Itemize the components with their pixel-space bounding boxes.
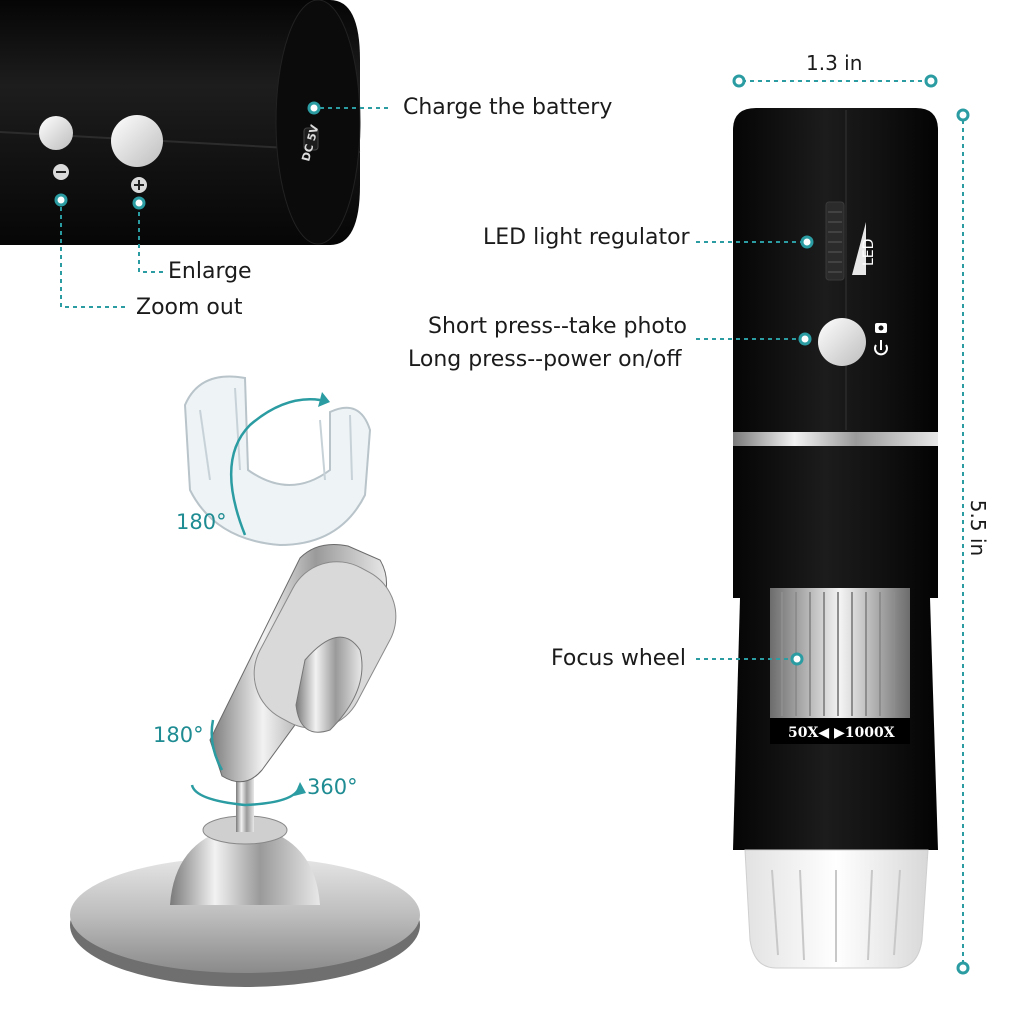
- holder-cradle: [183, 375, 372, 547]
- enlarge-callout: Enlarge: [168, 259, 252, 284]
- charge-callout: Charge the battery: [403, 95, 613, 120]
- width-dimension: 1.3 in: [806, 51, 863, 75]
- short-press-callout: Short press--take photo: [428, 314, 687, 339]
- dim-height-end-dot: [956, 961, 970, 975]
- focus-dot: [790, 652, 804, 666]
- microscope-body: [733, 108, 938, 969]
- magnification-label: 50X◀ ▶1000X: [788, 725, 895, 741]
- led-slider[interactable]: [825, 201, 845, 281]
- led-dot: [800, 235, 814, 249]
- rotation-arrow-icon: [190, 392, 330, 807]
- led-label: LED: [861, 239, 877, 266]
- magnification-band: [770, 718, 910, 744]
- height-dimension: 5.5 in: [966, 499, 991, 557]
- chrome-ring: [733, 432, 938, 446]
- long-press-callout: Long press--power on/off: [408, 347, 682, 372]
- base-rotation-label: 360°: [307, 775, 358, 799]
- dim-height-start-dot: [956, 108, 970, 122]
- arm-rotation-label: 180°: [153, 723, 204, 747]
- camera-icon: [875, 323, 887, 333]
- led-level-triangle: [852, 222, 866, 275]
- callout-leaders: [60, 107, 802, 660]
- capture-button[interactable]: [818, 318, 866, 366]
- led-regulator-callout: LED light regulator: [483, 225, 690, 250]
- charge-dot: [307, 101, 321, 115]
- dim-width-end-dot: [924, 74, 938, 88]
- enlarge-dot: [132, 196, 146, 210]
- enlarge-button[interactable]: [111, 115, 163, 167]
- dimension-lines: [742, 80, 964, 962]
- device-closeup: [0, 0, 361, 245]
- zoom-out-dot: [54, 193, 68, 207]
- focus-wheel-callout: Focus wheel: [551, 646, 686, 671]
- power-icon: [874, 340, 888, 356]
- capture-dot: [798, 332, 812, 346]
- zoom-out-callout: Zoom out: [136, 295, 243, 320]
- focus-wheel-knurl[interactable]: [770, 588, 910, 718]
- zoom-out-button[interactable]: [39, 116, 73, 150]
- holder-rotation-label: 180°: [176, 510, 227, 534]
- dim-width-start-dot: [732, 74, 746, 88]
- charge-port: [303, 127, 319, 151]
- stand: [70, 375, 420, 987]
